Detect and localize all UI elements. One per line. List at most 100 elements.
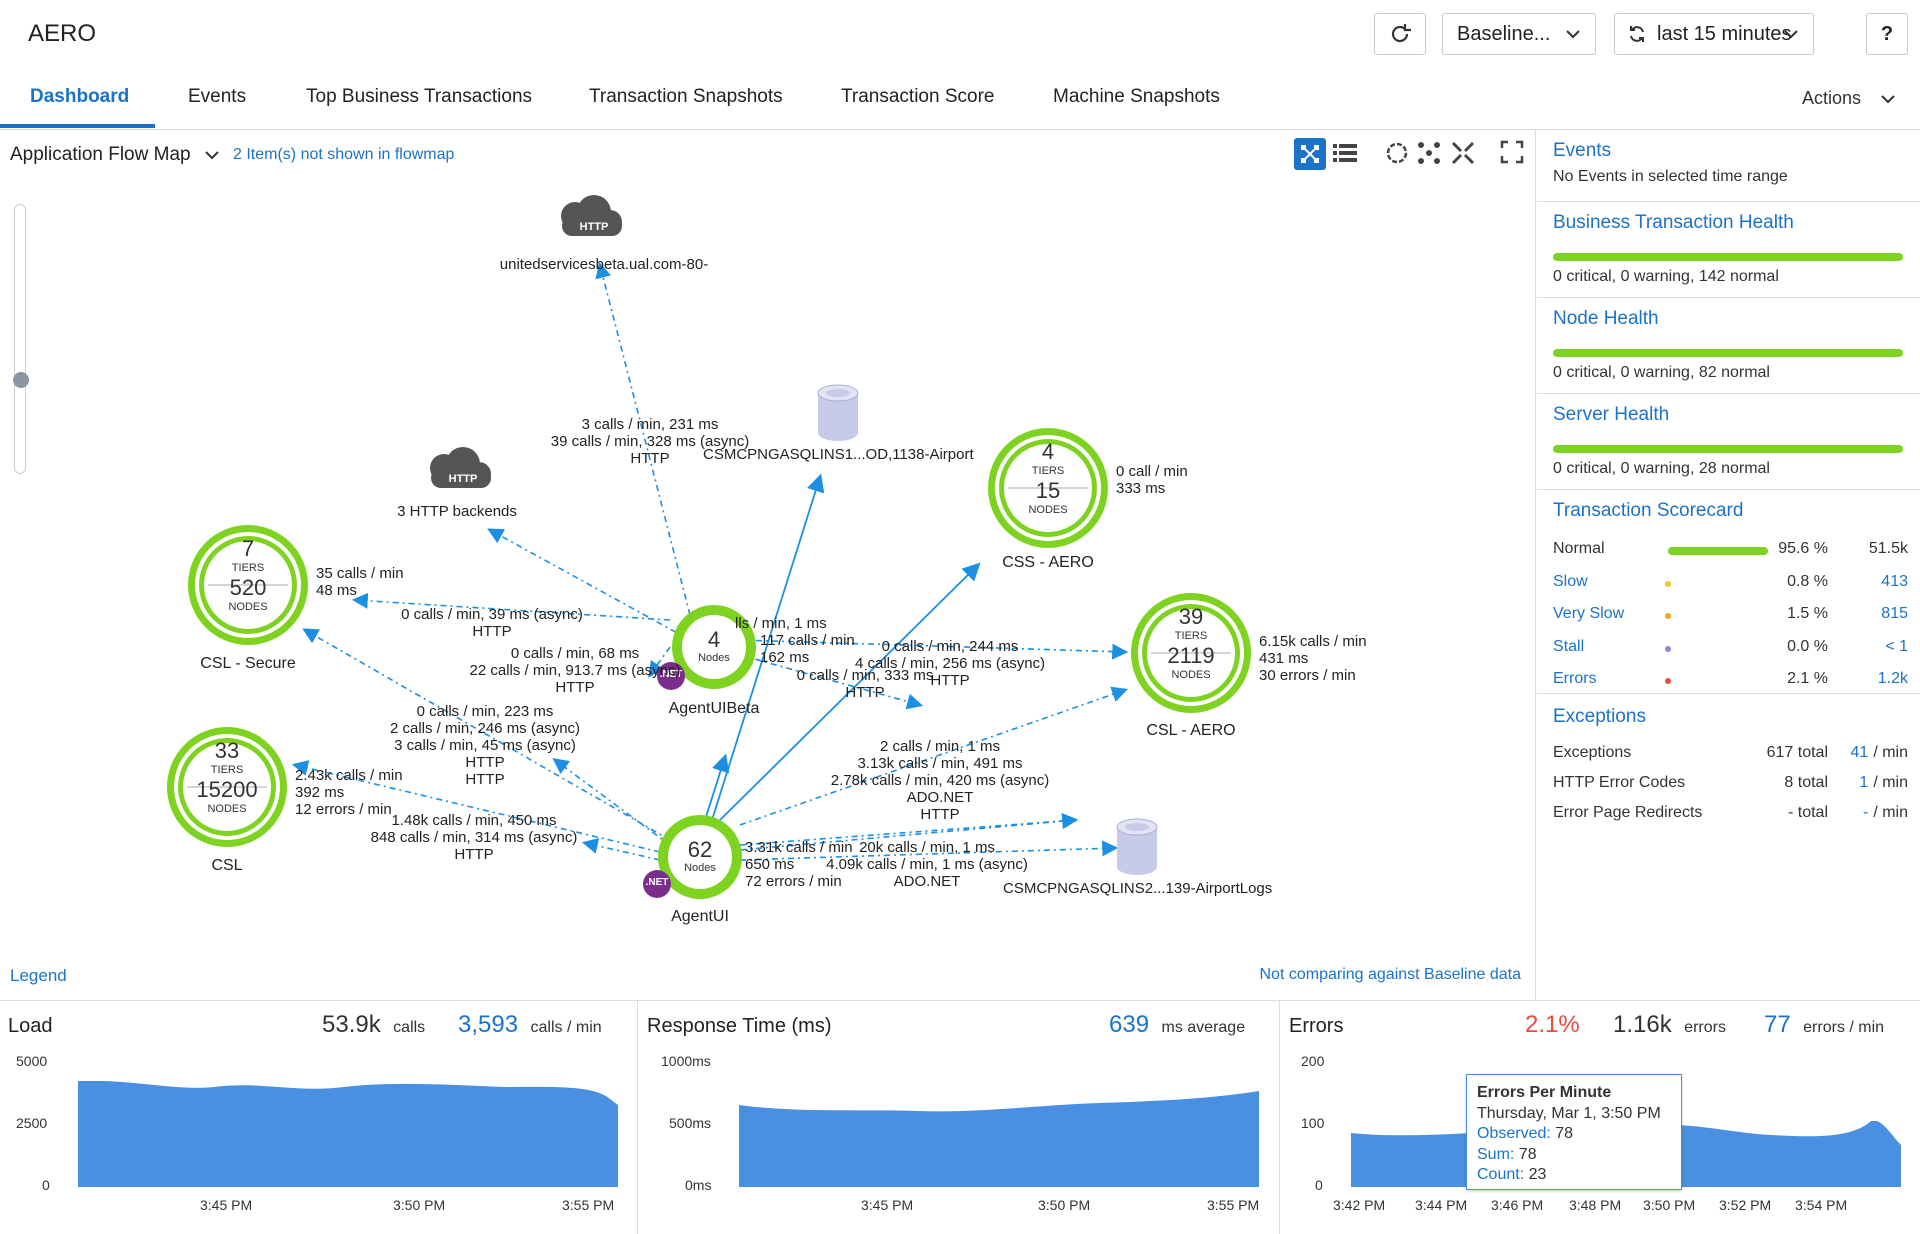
actions-menu[interactable]: Actions [1802,88,1896,109]
database-1-caption[interactable]: CSMCPNGASQLINS1...OD,1138-Airport [703,446,974,463]
node-agentuibeta-text[interactable]: 4 Nodes [684,627,744,665]
fullscreen-icon [1500,140,1524,164]
edge-metric: HTTP [845,684,885,701]
node-count: 520 [229,575,267,600]
layout-circle-button[interactable] [1384,140,1410,171]
flowmap-view-icon [1301,145,1319,163]
help-label: ? [1880,22,1894,45]
node-csl-caption: CSL [211,857,243,874]
refresh-button[interactable] [1374,13,1426,55]
http-badge-2: HTTP [448,473,478,485]
node-csl-secure-caption: CSL - Secure [200,655,296,672]
server-health-section: Server Health 0 critical, 0 warning, 28 … [1537,394,1920,490]
database-2-caption[interactable]: CSMCPNGASQLINS2...139-AirportLogs [1003,880,1273,897]
edge-metric: 0 calls / min, 39 ms (async) [401,606,583,623]
baseline-note-link[interactable]: Not comparing against Baseline data [1259,966,1522,983]
zoom-slider-track[interactable] [14,204,26,474]
node-health-heading[interactable]: Node Health [1553,308,1659,329]
node-health-bar [1553,349,1903,357]
exception-rate-unit: / min [1873,804,1908,821]
tab-transaction-score[interactable]: Transaction Score [841,86,995,107]
application-flow-map: Application Flow Map 2 Item(s) not shown… [0,130,1536,1000]
database-icon-1 [817,384,859,441]
scorecard-count[interactable]: 413 [1881,572,1908,590]
errors-title: Errors [1289,1015,1344,1037]
edge-metric: 848 calls / min, 314 ms (async) [370,829,578,846]
tooltip-date: Thursday, Mar 1, 3:50 PM [1477,1104,1661,1122]
bt-health-heading[interactable]: Business Transaction Health [1553,212,1794,233]
edge [581,838,661,861]
events-heading[interactable]: Events [1553,140,1612,161]
fullscreen-button[interactable] [1500,140,1524,169]
node-csl-secure-text[interactable]: 7 TIERS 520 NODES [208,537,288,614]
layout-cluster-button[interactable] [1416,140,1442,171]
exception-rate-unit: / min [1873,774,1908,791]
tab-bar: Dashboard Events Top Business Transactio… [0,78,1920,130]
node-label: NODES [207,803,247,815]
events-section: Events No Events in selected time range [1537,130,1920,202]
dotnet-badge: .NET [645,877,669,888]
http-backend-1-caption[interactable]: unitedservicesbeta.ual.com-80- [499,256,709,273]
y-tick: 0 [42,1177,50,1193]
scorecard-count[interactable]: 1.2k [1877,670,1908,687]
legend-link[interactable]: Legend [10,966,67,985]
zoom-slider-handle[interactable] [13,372,29,388]
node-csl-text[interactable]: 33 TIERS 15200 NODES [177,739,277,816]
x-tick: 3:45 PM [861,1197,914,1213]
edge-metric: 162 ms [760,649,810,666]
scorecard-bar [1668,547,1768,555]
edge-metric: HTTP [465,771,505,788]
server-health-heading[interactable]: Server Health [1553,404,1670,425]
edge-metric: 333 ms [1116,480,1166,497]
exception-rate: 41/ min [1851,744,1908,762]
layout-collapse-button[interactable] [1450,140,1476,171]
list-view-button[interactable] [1332,140,1358,171]
scorecard-label: Very Slow [1553,605,1625,622]
edge [648,646,671,678]
tier-label: TIERS [1174,630,1208,642]
database-icon-2 [1116,818,1158,875]
node-css-aero-text[interactable]: 4 TIERS 15 NODES [1008,440,1088,517]
tooltip-label: Observed: [1477,1125,1551,1142]
node-css-aero [988,428,1108,548]
flowmap-dropdown[interactable]: Application Flow Map [10,144,220,166]
tab-top-business-transactions[interactable]: Top Business Transactions [306,86,533,107]
exception-rate-value: 41 [1850,744,1869,761]
tooltip-observed: Observed: 78 [1477,1124,1671,1145]
scorecard-count[interactable]: < 1 [1885,637,1908,655]
node-csl-aero-text[interactable]: 39 TIERS 2119 NODES [1151,605,1231,682]
tab-transaction-snapshots[interactable]: Transaction Snapshots [589,86,783,107]
node-count: 4 [707,627,721,652]
http-backend-2-caption[interactable]: 3 HTTP backends [397,503,517,520]
collapse-icon [1451,141,1475,165]
edge-metric: ADO.NET [906,789,974,806]
scorecard-count[interactable]: 815 [1881,605,1908,622]
tab-machine-snapshots[interactable]: Machine Snapshots [1053,86,1220,107]
flowmap-view-button[interactable] [1294,138,1326,170]
tab-dashboard[interactable]: Dashboard [30,86,130,107]
errors-pct: 2.1% [1525,1011,1580,1038]
chevron-down-icon [1566,30,1580,39]
node-csl-aero-caption: CSL - AERO [1146,722,1236,739]
tab-events[interactable]: Events [188,86,247,107]
scorecard-heading[interactable]: Transaction Scorecard [1553,500,1744,521]
node-agentui-text[interactable]: 62 Nodes [670,838,730,875]
exceptions-heading[interactable]: Exceptions [1553,706,1646,727]
edge [719,562,981,821]
x-tick: 3:50 PM [1038,1197,1091,1213]
list-view-icon [1333,144,1357,162]
exception-row[interactable]: Error Page Redirects- total-/ min [1553,804,1908,826]
baseline-dropdown[interactable]: Baseline... [1442,13,1596,55]
help-button[interactable]: ? [1866,13,1908,55]
tooltip-value: 78 [1518,1145,1537,1163]
items-not-shown-link[interactable]: 2 Item(s) not shown in flowmap [233,146,455,163]
time-range-dropdown[interactable]: last 15 minutes [1614,13,1814,55]
response-area-chart [739,1091,1259,1187]
